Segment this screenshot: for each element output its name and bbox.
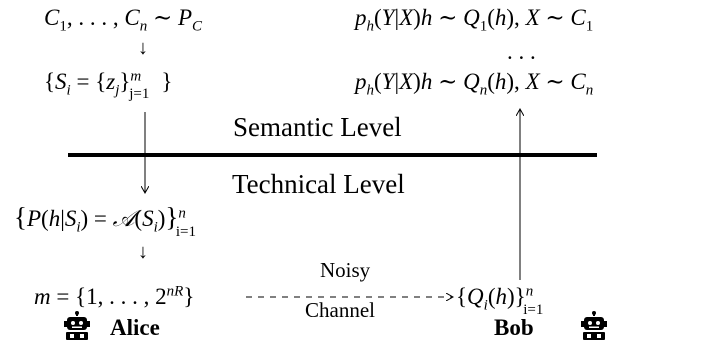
decoded-expression: {Qi(h)}ni=1 xyxy=(456,283,544,318)
concepts-to-samples-arrow: ↓ xyxy=(138,37,148,59)
alice-robot-icon xyxy=(64,311,90,340)
bob-robot-icon xyxy=(581,311,607,340)
channel-label-bottom: Channel xyxy=(305,298,375,322)
posterior-expression: {P(h|Si) = 𝒜(Si)}ni=1 xyxy=(14,202,197,240)
channel-label-top: Noisy xyxy=(320,258,371,282)
message-expression: m = {1, . . . , 2nR} xyxy=(34,283,195,309)
alice-name: Alice xyxy=(110,315,160,340)
bob-distribution-n: ph(Y|X)h ∼ Qn(h), X ∼ Cn xyxy=(355,69,594,99)
ellipsis: . . . xyxy=(507,39,536,64)
bob-distribution-1: ph(Y|X)h ∼ Q1(h), X ∼ C1 xyxy=(355,5,594,35)
semantic-level-label: Semantic Level xyxy=(233,112,402,142)
concepts-expression: C1, . . . , Cn ∼ PC xyxy=(44,5,203,35)
technical-level-label: Technical Level xyxy=(232,169,405,199)
samples-expression: {Si = {zj}mj=1} xyxy=(44,68,173,102)
posterior-to-message-arrow: ↓ xyxy=(138,241,148,263)
bob-name: Bob xyxy=(494,315,534,340)
